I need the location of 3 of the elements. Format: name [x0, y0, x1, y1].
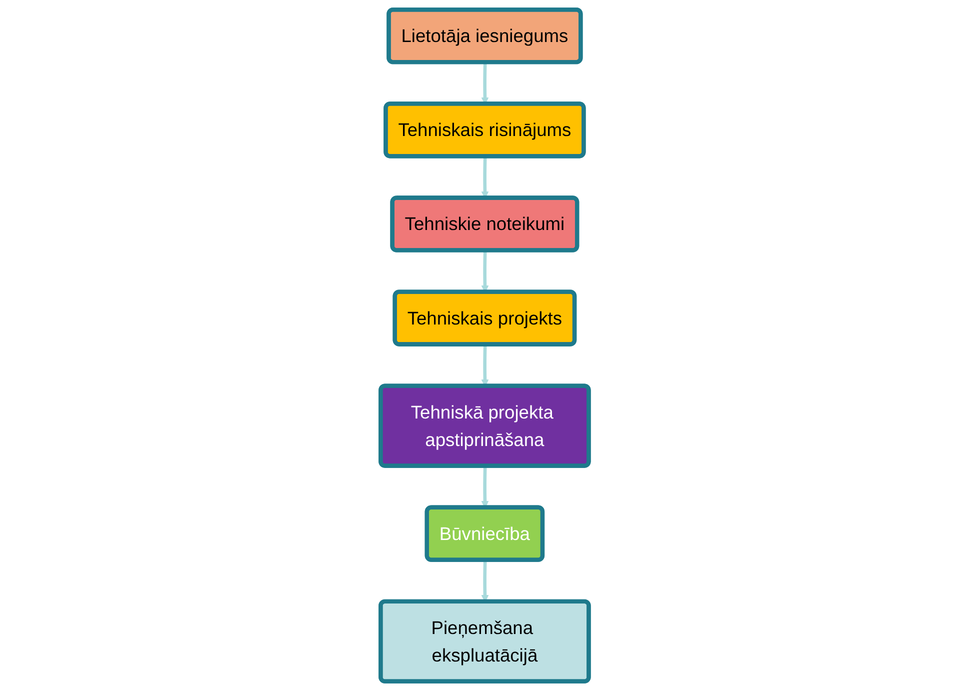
arrow [481, 560, 488, 602]
arrow [481, 466, 488, 508]
arrow [481, 344, 488, 387]
